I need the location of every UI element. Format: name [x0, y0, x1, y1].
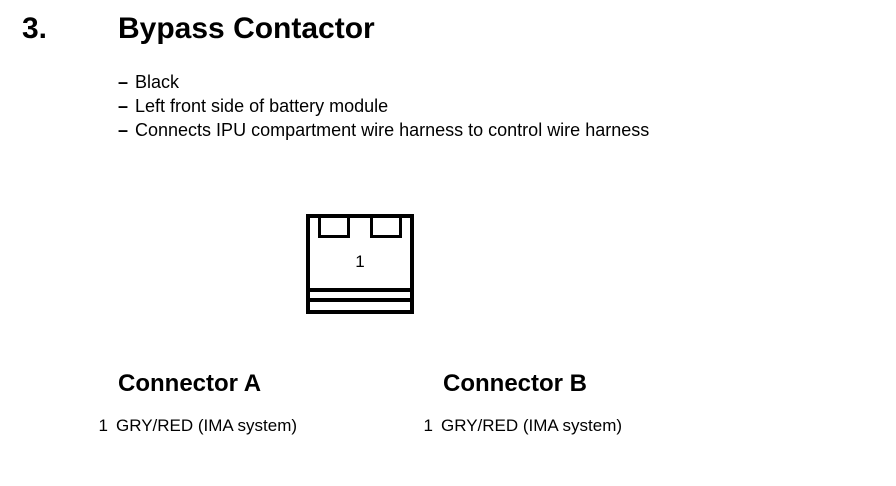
symbol-pin-label: 1	[355, 252, 365, 271]
list-item: – Black	[118, 70, 649, 94]
list-item-label: Black	[135, 72, 180, 92]
item-header: 3. Bypass Contactor	[22, 14, 375, 44]
dash-bullet-icon: –	[118, 72, 129, 92]
dash-bullet-icon: –	[118, 96, 129, 116]
pin-description: GRY/RED (IMA system)	[116, 416, 298, 435]
dash-bullet-icon: –	[118, 120, 129, 140]
table-row: 1 GRY/RED (IMA system)	[415, 415, 715, 437]
list-item-label: Connects IPU compartment wire harness to…	[135, 120, 650, 140]
list-item-label: Left front side of battery module	[135, 96, 389, 116]
pin-number: 1	[98, 416, 108, 435]
connector-tab-right-icon	[370, 218, 402, 238]
connector-bar-bottom-icon	[310, 298, 410, 302]
list-item: – Connects IPU compartment wire harness …	[118, 118, 649, 142]
table-row: 1 GRY/RED (IMA system)	[90, 415, 390, 437]
bullet-list: – Black – Left front side of battery mod…	[118, 70, 649, 142]
connector-bar-top-icon	[310, 288, 410, 292]
pin-description: GRY/RED (IMA system)	[441, 416, 623, 435]
item-number: 3.	[22, 12, 48, 45]
connector-b-title: Connector B	[443, 370, 587, 397]
connector-a-title: Connector A	[118, 370, 262, 397]
connector-b-block: Connector B 1 GRY/RED (IMA system)	[415, 370, 715, 437]
connector-symbol-icon: 1	[306, 214, 414, 314]
list-item: – Left front side of battery module	[118, 94, 649, 118]
connector-tab-left-icon	[318, 218, 350, 238]
connector-a-block: Connector A 1 GRY/RED (IMA system)	[90, 370, 390, 437]
pin-number: 1	[423, 416, 433, 435]
page-title: Bypass Contactor	[118, 12, 375, 45]
